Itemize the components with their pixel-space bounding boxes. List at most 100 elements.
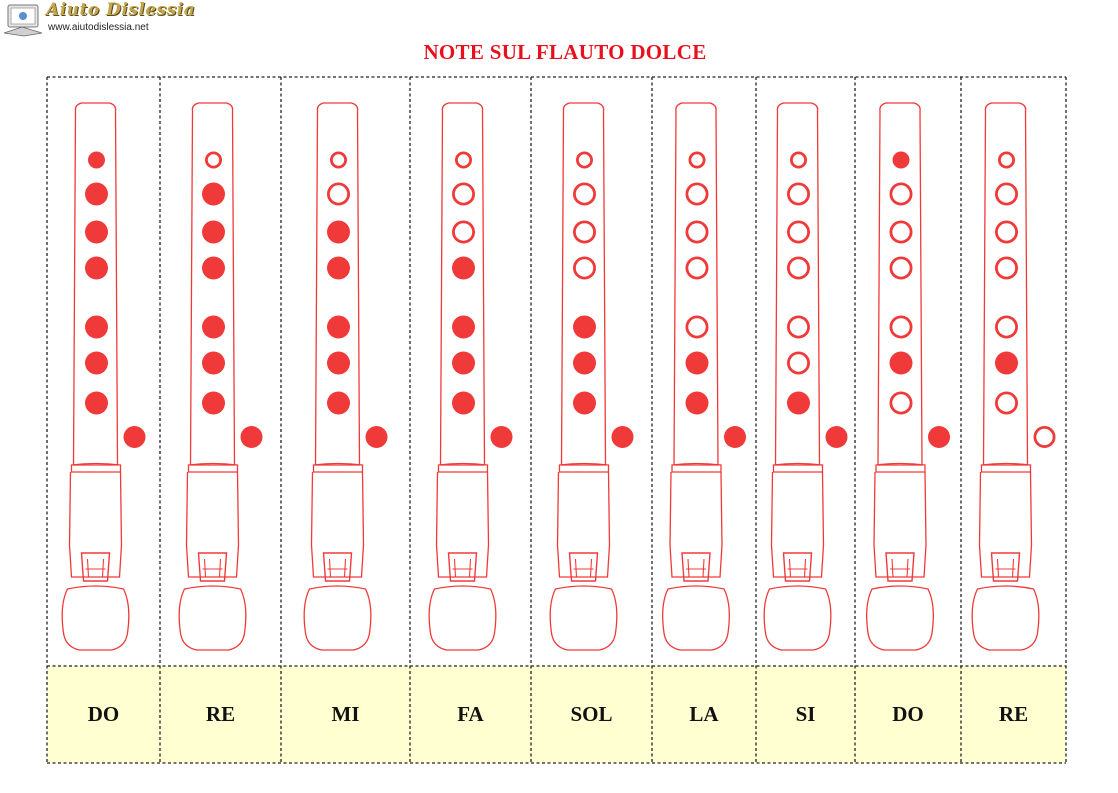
pinky-hole-closed xyxy=(724,426,746,448)
finger-hole-7-closed xyxy=(685,391,709,415)
note-column-1 xyxy=(47,77,160,665)
note-label-cell: DO xyxy=(855,666,961,763)
recorder-diagram xyxy=(428,102,513,651)
note-column-7 xyxy=(756,77,855,665)
finger-hole-4-closed xyxy=(452,256,475,280)
finger-hole-2-open xyxy=(452,182,476,206)
finger-hole-6-closed xyxy=(889,351,913,375)
finger-hole-1-closed xyxy=(892,151,910,169)
recorder-joint xyxy=(875,462,926,473)
recorder-diagram xyxy=(303,102,388,651)
recorder-head-joint xyxy=(873,471,927,578)
note-name: FA xyxy=(457,702,484,726)
recorder-window xyxy=(322,552,353,582)
finger-hole-5-open xyxy=(787,315,811,339)
finger-hole-7-closed xyxy=(85,391,108,415)
recorder-window xyxy=(447,552,478,582)
recorder-head-joint xyxy=(68,471,123,578)
recorder-joint xyxy=(772,462,824,473)
finger-hole-4-open xyxy=(889,256,913,280)
recorder-head-joint xyxy=(435,471,490,578)
note-column-6 xyxy=(652,77,756,665)
recorder-diagram xyxy=(971,102,1056,651)
finger-hole-6-open xyxy=(787,351,811,375)
note-label-cell: MI xyxy=(281,666,410,763)
note-label-cell: SOL xyxy=(531,666,652,763)
logo-url: www.aiutodislessia.net xyxy=(48,22,149,33)
recorder-head-joint xyxy=(556,471,611,578)
finger-hole-1-open xyxy=(576,151,594,169)
note-column-5 xyxy=(531,77,652,665)
finger-hole-2-open xyxy=(685,182,709,206)
recorder-mouthpiece xyxy=(763,585,832,651)
recorder-body xyxy=(314,102,361,466)
finger-hole-2-open xyxy=(573,182,597,206)
finger-hole-4-closed xyxy=(327,256,350,280)
note-label-cell: RE xyxy=(160,666,281,763)
page-title: NOTE SUL FLAUTO DOLCE xyxy=(423,40,707,64)
recorder-mouthpiece xyxy=(178,585,247,651)
finger-hole-1-open xyxy=(998,151,1016,169)
recorder-mouthpiece xyxy=(549,585,618,651)
finger-hole-3-open xyxy=(573,220,597,244)
finger-hole-7-closed xyxy=(327,391,350,415)
finger-hole-4-closed xyxy=(85,256,108,280)
finger-hole-3-open xyxy=(787,220,811,244)
finger-hole-3-closed xyxy=(327,220,350,244)
finger-hole-7-closed xyxy=(202,391,225,415)
recorder-body xyxy=(189,102,236,466)
finger-hole-1-closed xyxy=(88,151,105,169)
finger-hole-5-open xyxy=(685,315,709,339)
recorder-body xyxy=(774,102,821,466)
recorder-window xyxy=(568,552,599,582)
recorder-joint xyxy=(70,462,122,473)
recorder-window xyxy=(681,552,711,582)
note-column-2 xyxy=(160,77,281,665)
recorder-joint xyxy=(671,462,722,473)
finger-hole-3-open xyxy=(452,220,476,244)
finger-hole-5-open xyxy=(889,315,913,339)
finger-hole-2-closed xyxy=(85,182,108,206)
recorder-joint xyxy=(437,462,489,473)
recorder-body xyxy=(560,102,607,466)
finger-hole-3-closed xyxy=(85,220,108,244)
recorder-window xyxy=(990,552,1021,582)
finger-hole-4-open xyxy=(685,256,709,280)
pinky-hole-closed xyxy=(611,426,634,448)
note-label-cell: LA xyxy=(652,666,756,763)
finger-hole-1-open xyxy=(205,151,223,169)
note-label-cell: FA xyxy=(410,666,531,763)
note-column-9 xyxy=(961,77,1066,665)
recorder-head-joint xyxy=(669,471,723,578)
finger-hole-2-closed xyxy=(202,182,225,206)
finger-hole-6-closed xyxy=(85,351,108,375)
note-name: DO xyxy=(892,702,924,726)
finger-hole-4-open xyxy=(787,256,811,280)
recorder-diagram xyxy=(763,102,848,651)
finger-hole-7-closed xyxy=(573,391,596,415)
finger-hole-2-open xyxy=(327,182,351,206)
finger-hole-6-closed xyxy=(202,351,225,375)
recorder-mouthpiece xyxy=(866,585,934,651)
finger-hole-5-open xyxy=(995,315,1019,339)
book-monitor-icon xyxy=(3,4,43,37)
finger-hole-6-closed xyxy=(452,351,475,375)
note-label-cell: SI xyxy=(756,666,855,763)
recorder-body xyxy=(439,102,486,466)
site-logo[interactable]: Aiuto Dislessia www.aiutodislessia.net xyxy=(0,0,195,40)
recorder-head-joint xyxy=(978,471,1033,578)
recorder-joint xyxy=(312,462,364,473)
finger-hole-7-closed xyxy=(452,391,475,415)
recorder-diagram xyxy=(549,102,634,651)
finger-hole-2-open xyxy=(995,182,1019,206)
finger-hole-7-open xyxy=(995,391,1019,415)
finger-hole-3-closed xyxy=(202,220,225,244)
recorder-mouthpiece xyxy=(428,585,497,651)
note-column-8 xyxy=(855,77,961,665)
note-name: DO xyxy=(87,702,120,726)
note-label-cell: DO xyxy=(47,666,160,763)
recorder-head-joint xyxy=(310,471,365,578)
finger-hole-6-closed xyxy=(573,351,596,375)
pinky-hole-closed xyxy=(240,426,263,448)
finger-hole-4-closed xyxy=(202,256,225,280)
